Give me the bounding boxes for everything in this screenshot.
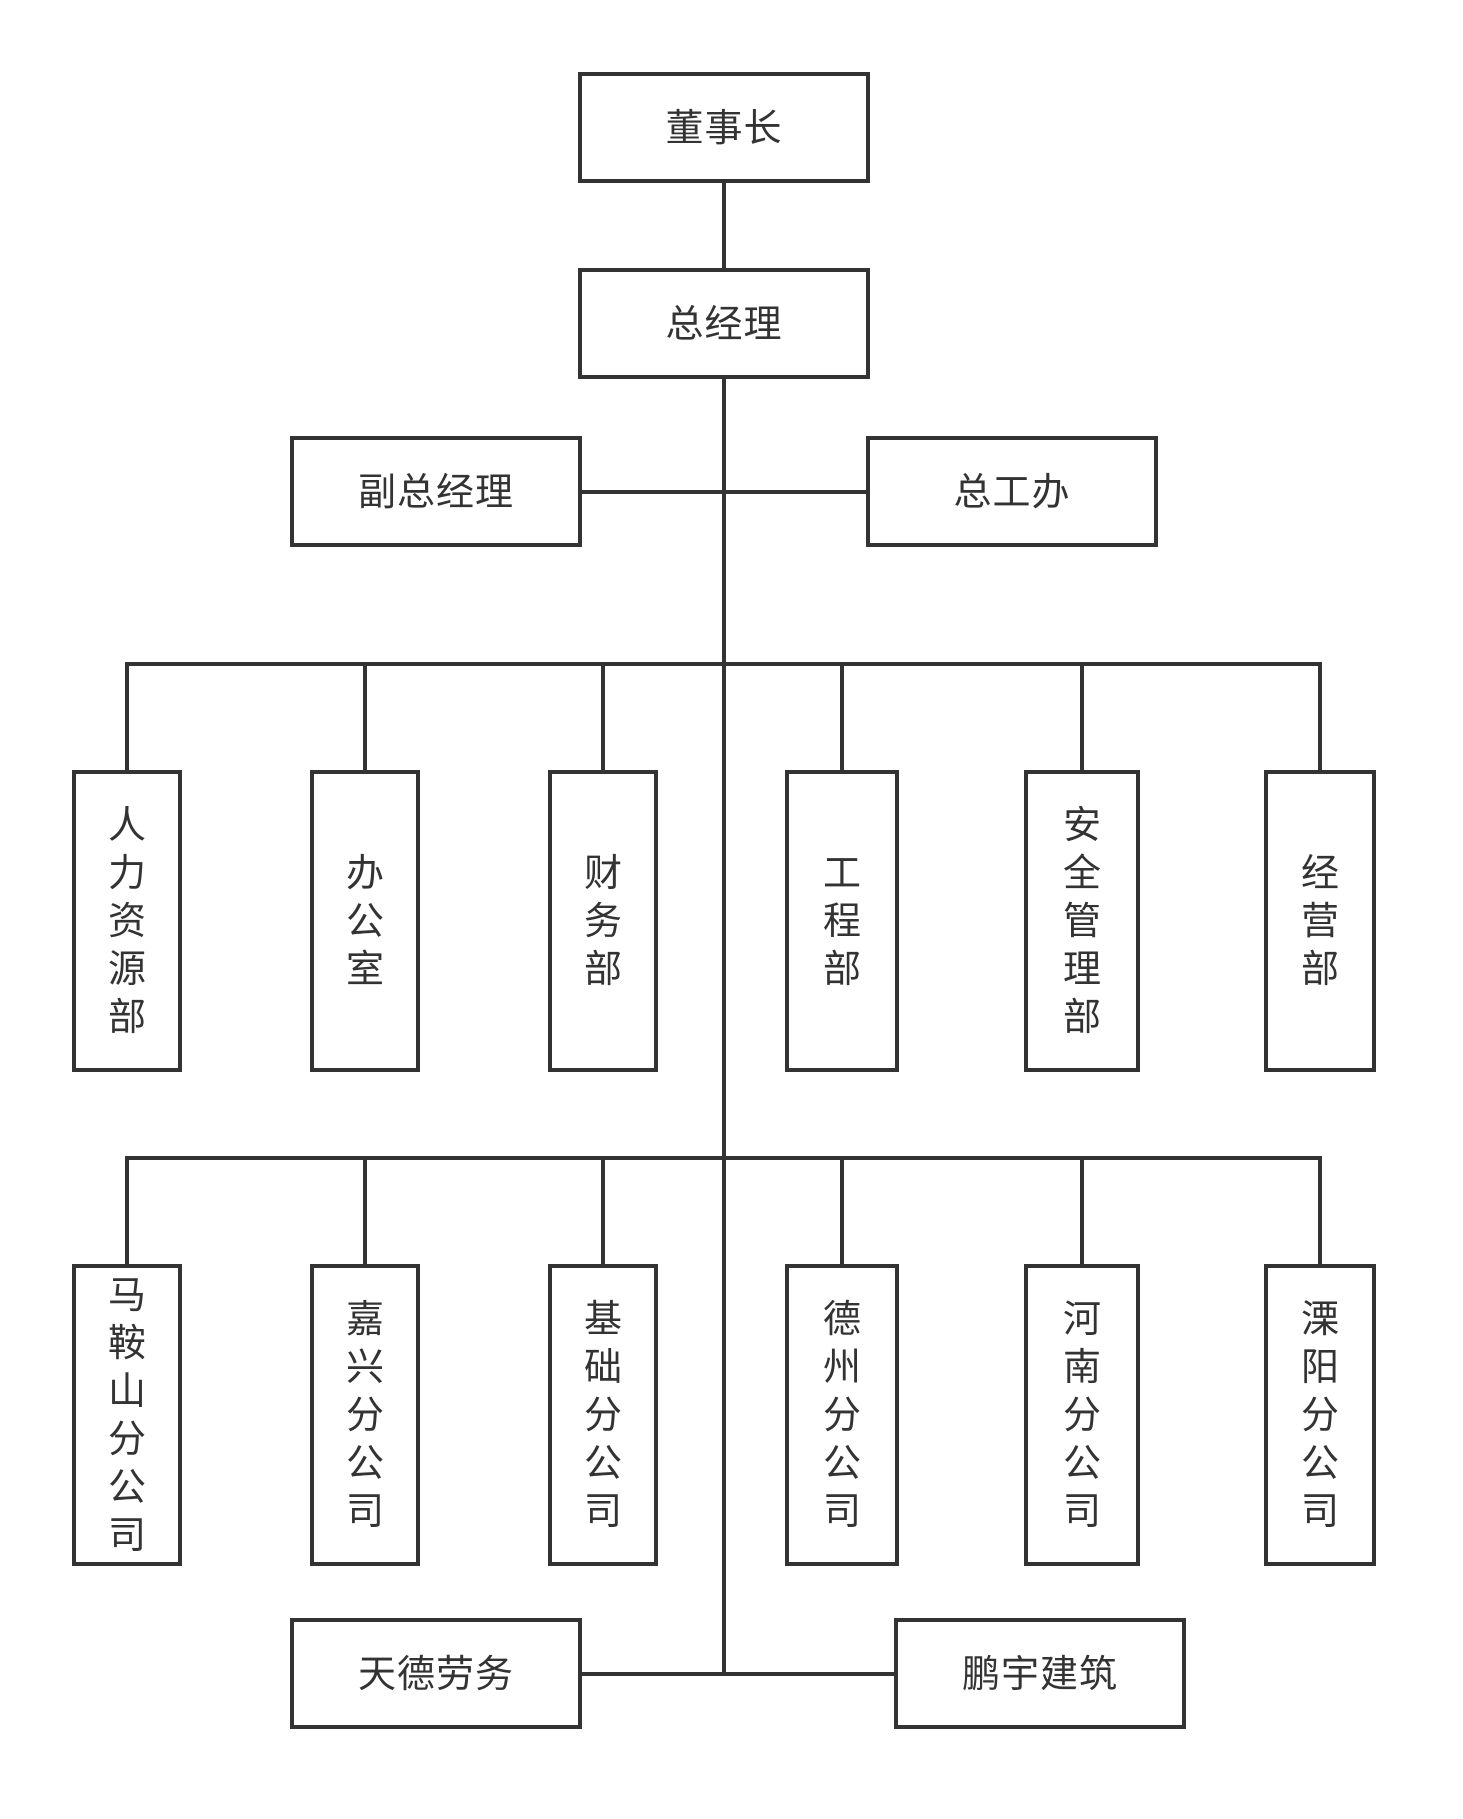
connector-dept-5: [1080, 662, 1084, 772]
node-department: 工程部: [785, 770, 899, 1072]
node-department: 安全管理部: [1024, 770, 1140, 1072]
node-general-manager: 总经理: [578, 268, 870, 379]
node-branch: 溧阳分公司: [1264, 1264, 1376, 1566]
node-chief-engineer-office: 总工办: [866, 436, 1158, 547]
node-department-label: 工程部: [822, 851, 861, 991]
node-general-manager-label: 总经理: [665, 301, 783, 346]
node-deputy-gm-label: 副总经理: [357, 469, 514, 514]
node-deputy-gm: 副总经理: [290, 436, 582, 547]
node-branch: 德州分公司: [785, 1264, 899, 1566]
node-chairman-label: 董事长: [665, 105, 783, 150]
node-branch-label: 马鞍山分公司: [107, 1273, 146, 1557]
connector-dept-4: [840, 662, 844, 772]
node-department-label: 安全管理部: [1062, 803, 1101, 1039]
node-pengyu-construction-label: 鹏宇建筑: [961, 1651, 1118, 1696]
connector-branch-5: [1080, 1156, 1084, 1266]
node-tiande-labor: 天德劳务: [290, 1618, 582, 1729]
node-branch: 嘉兴分公司: [310, 1264, 420, 1566]
connector-departments-bus: [125, 662, 1320, 666]
node-department: 财务部: [548, 770, 658, 1072]
node-department-label: 经营部: [1300, 851, 1339, 991]
node-branch-label: 基础分公司: [583, 1297, 622, 1533]
connector-bottom-row: [580, 1672, 900, 1676]
connector-branch-1: [125, 1156, 129, 1266]
node-branch-label: 河南分公司: [1062, 1297, 1101, 1533]
connector-branch-3: [601, 1156, 605, 1266]
node-department: 经营部: [1264, 770, 1376, 1072]
connector-branch-6: [1318, 1156, 1322, 1266]
node-department-label: 人力资源部: [107, 803, 146, 1039]
node-chief-engineer-office-label: 总工办: [953, 469, 1071, 514]
node-pengyu-construction: 鹏宇建筑: [894, 1618, 1186, 1729]
connector-branch-2: [363, 1156, 367, 1266]
node-chairman: 董事长: [578, 72, 870, 183]
connector-main-trunk: [722, 378, 726, 1676]
connector-dept-3: [601, 662, 605, 772]
node-tiande-labor-label: 天德劳务: [357, 1651, 514, 1696]
connector-branch-4: [840, 1156, 844, 1266]
connector-dept-1: [125, 662, 129, 772]
connector-chairman-gm: [722, 181, 726, 270]
node-department: 人力资源部: [72, 770, 182, 1072]
connector-dept-6: [1318, 662, 1322, 772]
node-branch-label: 德州分公司: [822, 1297, 861, 1533]
connector-dept-2: [363, 662, 367, 772]
node-branch: 河南分公司: [1024, 1264, 1140, 1566]
node-department-label: 办公室: [345, 851, 384, 991]
connector-branches-bus: [125, 1156, 1320, 1160]
node-branch-label: 溧阳分公司: [1300, 1297, 1339, 1533]
node-department: 办公室: [310, 770, 420, 1072]
node-department-label: 财务部: [583, 851, 622, 991]
node-branch-label: 嘉兴分公司: [345, 1297, 384, 1533]
node-branch: 基础分公司: [548, 1264, 658, 1566]
node-branch: 马鞍山分公司: [72, 1264, 182, 1566]
connector-deputy-row: [580, 490, 868, 494]
